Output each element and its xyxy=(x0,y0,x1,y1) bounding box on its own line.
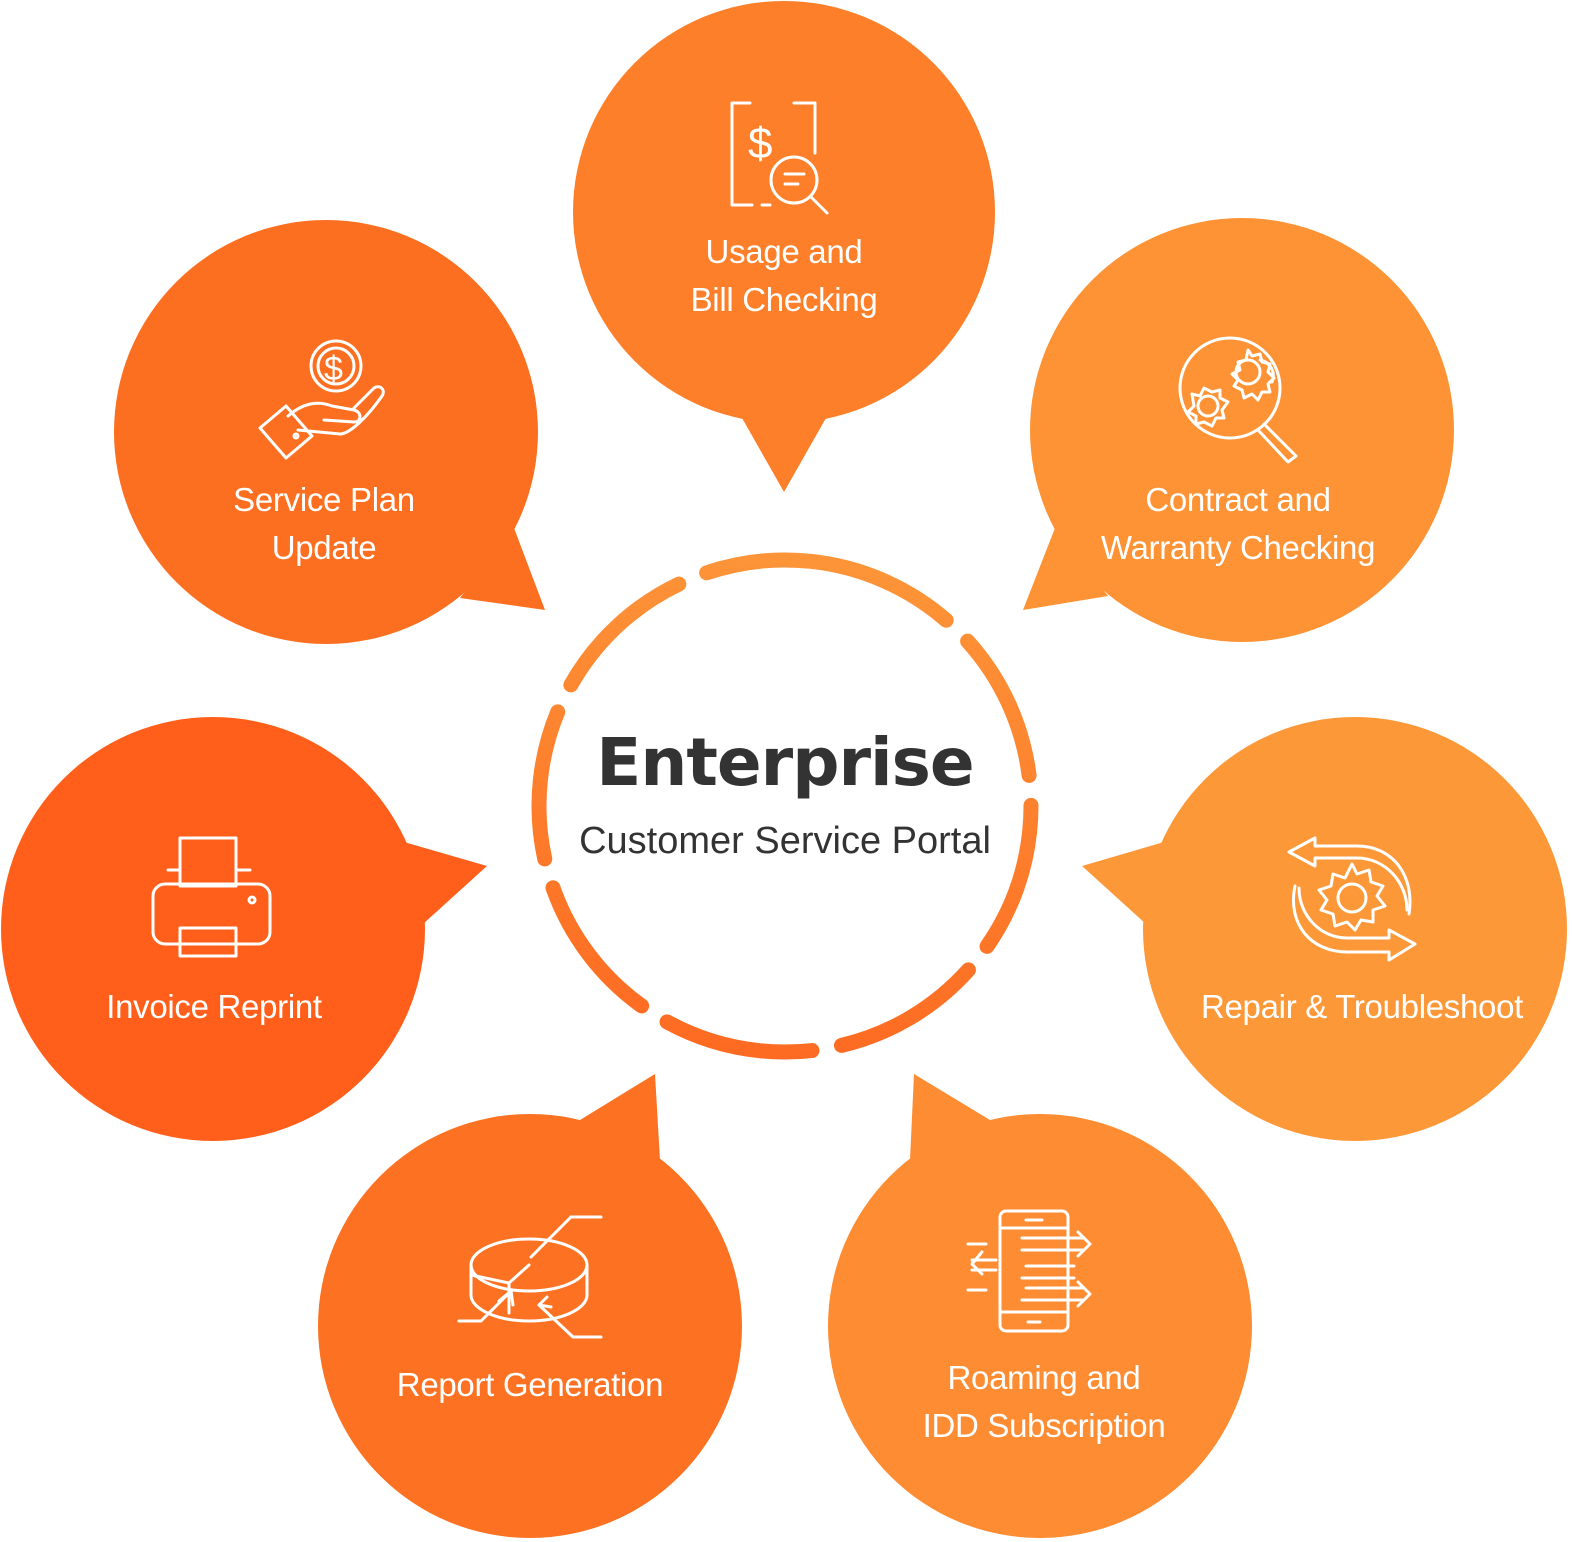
svg-text:$: $ xyxy=(748,119,772,168)
bubble-label-repair: Repair & Troubleshoot xyxy=(1200,988,1524,1025)
svg-text:$: $ xyxy=(324,350,343,388)
phone-data-transfer-icon xyxy=(966,1208,1101,1336)
bubble-label-plan: Service Plan Update xyxy=(233,481,415,566)
center-title: Enterprise xyxy=(596,724,974,801)
center-subtitle: Customer Service Portal xyxy=(579,820,991,862)
bubble-contract-warranty xyxy=(1023,218,1454,642)
printer-icon xyxy=(150,834,275,959)
bubble-roaming-idd xyxy=(828,1074,1252,1538)
pie-chart-report-icon xyxy=(455,1213,605,1343)
bill-search-icon: $ xyxy=(728,98,838,218)
gears-magnifier-icon xyxy=(1178,336,1308,466)
center-ring xyxy=(531,552,1039,1060)
bubble-label-roaming: Roaming and IDD Subscription xyxy=(922,1359,1166,1444)
bubble-usage-bill-checking xyxy=(573,1,995,492)
gear-cycle-arrows-icon xyxy=(1285,834,1420,964)
bubble-label-report: Report Generation xyxy=(396,1366,664,1403)
bubble-label-contract: Contract and Warranty Checking xyxy=(1100,481,1376,566)
bubble-label-usage: Usage and Bill Checking xyxy=(690,233,878,318)
bubble-report-generation xyxy=(318,1074,742,1538)
bubble-label-invoice: Invoice Reprint xyxy=(106,988,322,1025)
hand-coin-icon: $ xyxy=(258,338,388,463)
